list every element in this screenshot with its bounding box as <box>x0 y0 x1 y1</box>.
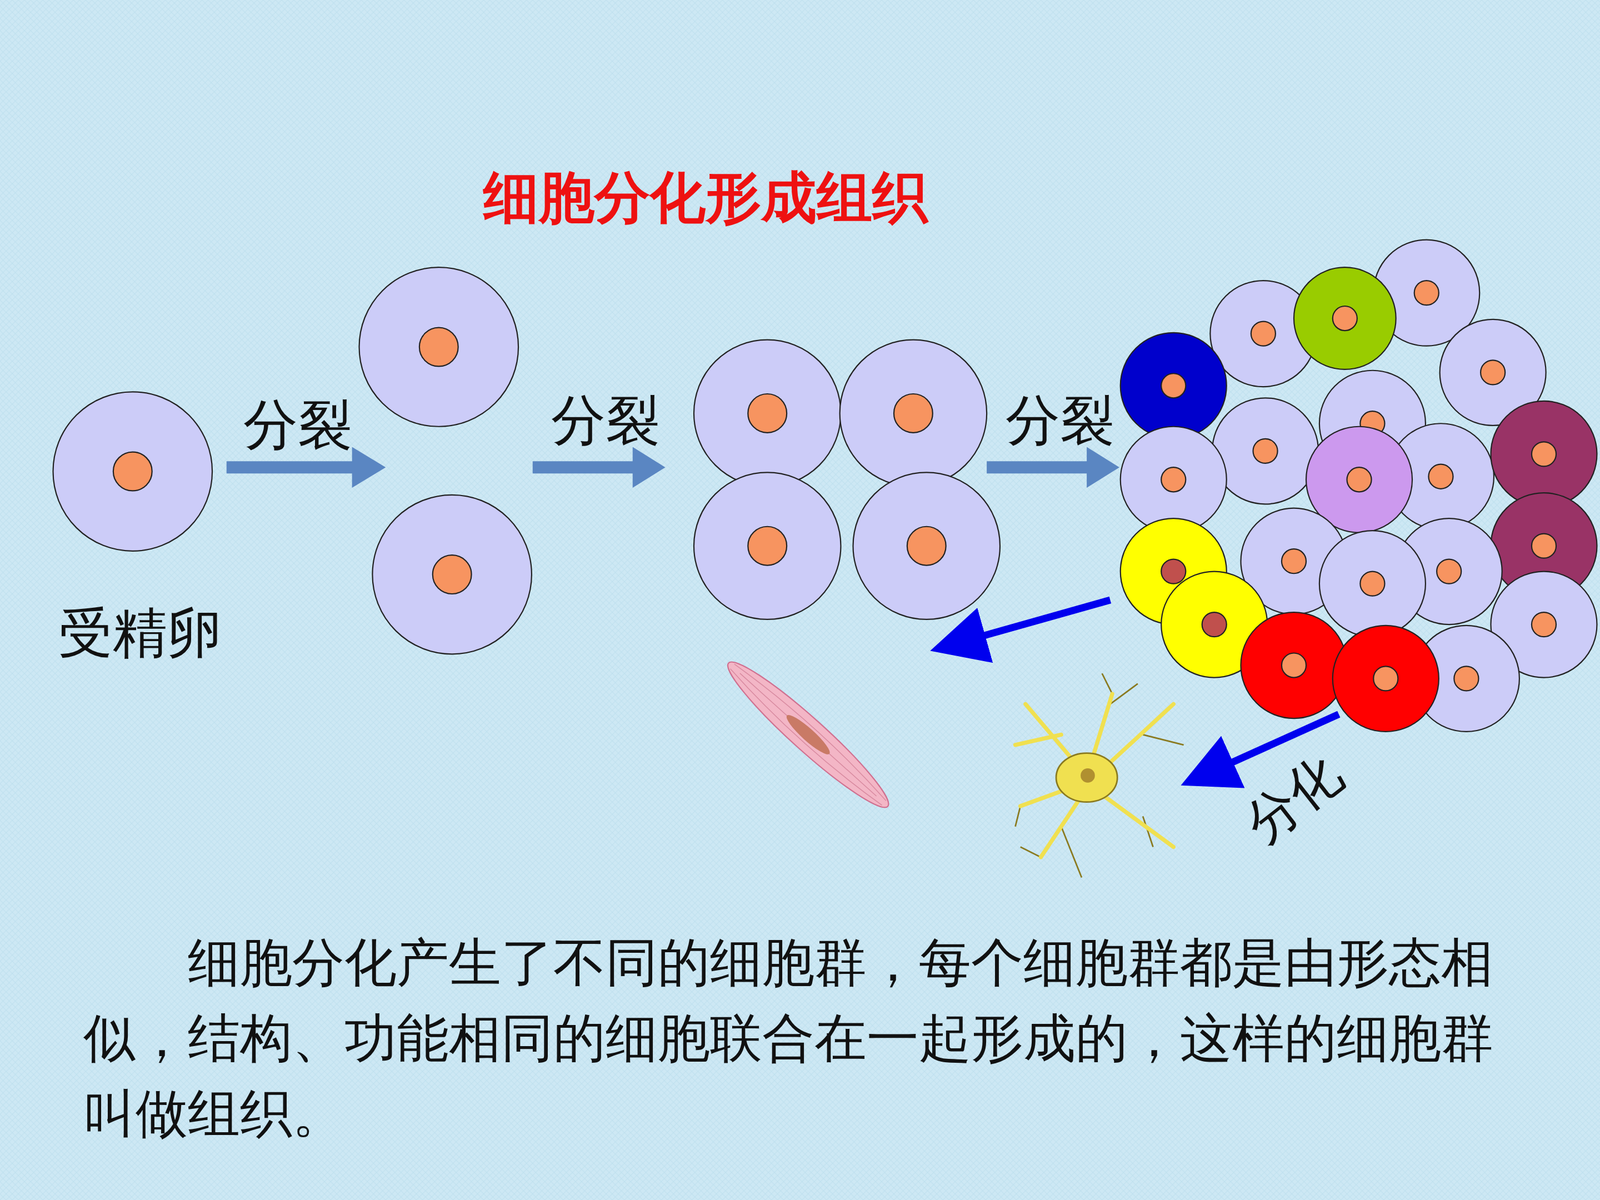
cell <box>1120 426 1227 533</box>
nucleus <box>747 393 787 433</box>
cell <box>359 267 519 427</box>
cell <box>1212 397 1319 504</box>
nucleus <box>1346 467 1372 492</box>
cell <box>840 340 987 487</box>
cell <box>1240 612 1347 719</box>
cell <box>693 340 841 487</box>
cell <box>1120 332 1227 439</box>
nucleus <box>1428 464 1453 489</box>
cell <box>1293 267 1397 370</box>
nucleus <box>1480 360 1505 385</box>
nucleus <box>893 393 933 433</box>
nucleus <box>1453 666 1479 691</box>
nucleus <box>1531 441 1557 467</box>
nucleus <box>907 526 947 566</box>
step-label: 分裂 <box>243 388 353 463</box>
cell <box>1319 530 1426 637</box>
cell <box>372 495 532 655</box>
nucleus <box>1436 559 1462 584</box>
nucleus <box>1161 559 1186 584</box>
cell-label: 受精卵 <box>58 597 222 671</box>
nucleus <box>1281 548 1307 574</box>
nucleus <box>1531 533 1557 559</box>
cell <box>853 472 1000 619</box>
step-label: 分裂 <box>1005 384 1115 458</box>
caption: 细胞分化产生了不同的细胞群，每个细胞群都是由形态相似，结构、功能相同的细胞联合在… <box>83 925 1534 1152</box>
cell <box>693 472 841 619</box>
nucleus <box>747 526 787 566</box>
step-label: 分裂 <box>551 384 660 458</box>
nucleus <box>432 555 472 594</box>
cell <box>53 391 213 552</box>
nucleus <box>1161 373 1186 398</box>
cell <box>1332 625 1439 732</box>
nucleus <box>1360 571 1385 597</box>
nucleus <box>1332 306 1358 331</box>
title: 细胞分化形成组织 <box>0 161 1412 237</box>
nucleus <box>1202 612 1227 637</box>
nucleus <box>1253 438 1278 464</box>
nucleus <box>1161 467 1186 492</box>
cell <box>1490 401 1597 508</box>
nucleus <box>1251 321 1276 347</box>
nucleus <box>1281 653 1307 678</box>
nucleus <box>1531 612 1557 637</box>
nucleus <box>1373 666 1398 691</box>
nucleus <box>1414 280 1439 305</box>
nucleus <box>113 452 153 492</box>
nucleus <box>419 327 459 367</box>
